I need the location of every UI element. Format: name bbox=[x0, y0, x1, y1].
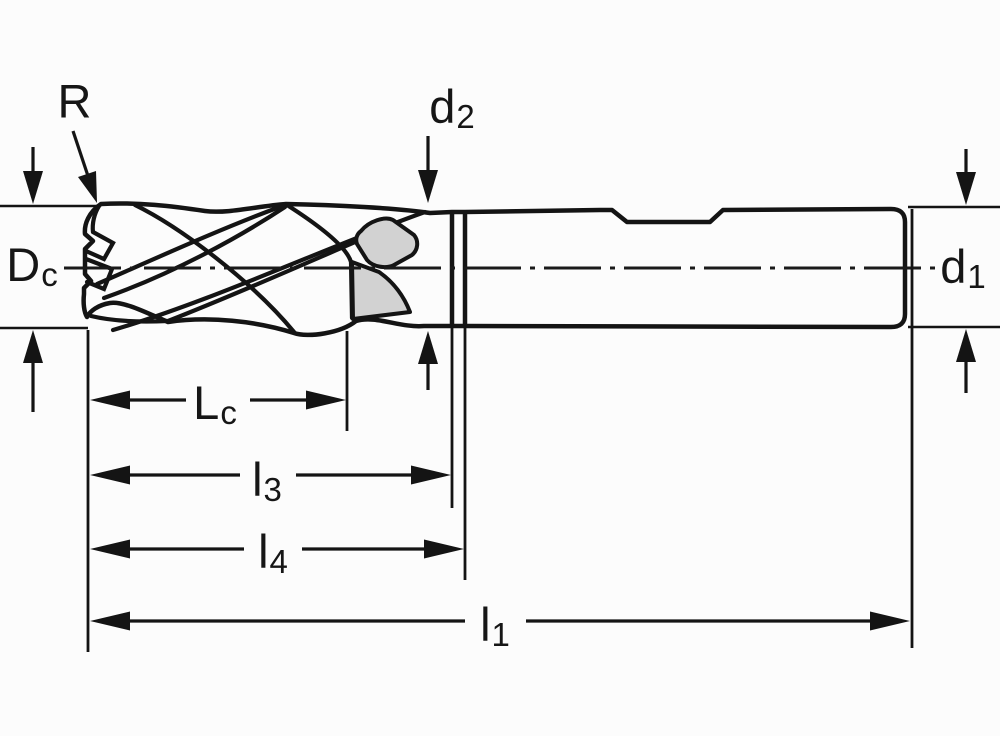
label-cutting-length-text: L bbox=[193, 376, 220, 429]
label-overall-length-text: l bbox=[480, 598, 491, 651]
flute-runout-facet-upper bbox=[354, 216, 420, 270]
dimension-line-l3 bbox=[90, 465, 451, 485]
tip-facet-lower bbox=[83, 256, 115, 292]
neck-diameter-arrows bbox=[418, 136, 438, 390]
extension-lines bbox=[86, 209, 914, 652]
dimension-line-Lc bbox=[90, 390, 346, 410]
label-length-l3-text: l bbox=[252, 453, 263, 506]
flute-runout-facet-lower bbox=[350, 260, 412, 321]
flute-helix-line-1 bbox=[94, 202, 288, 287]
label-neck-diameter-text: d bbox=[429, 80, 456, 133]
cutting-diameter-arrows bbox=[23, 147, 43, 412]
dimension-line-l1 bbox=[90, 611, 910, 631]
label-cutting-diameter-text: D bbox=[6, 238, 41, 291]
radius-leader-arrow bbox=[71, 130, 97, 203]
diameter-reference-lines bbox=[0, 204, 1000, 330]
tip-facets bbox=[83, 203, 170, 324]
dimension-line-l4 bbox=[90, 539, 464, 559]
flute-helix-line-5 bbox=[132, 202, 297, 335]
flute-helix-line-4 bbox=[165, 237, 363, 324]
label-shank-diameter-text: d bbox=[940, 240, 967, 293]
tip-bottom-lobe-line bbox=[88, 313, 170, 324]
flute-helix-line-2 bbox=[101, 204, 288, 301]
label-length-l4-text: l bbox=[258, 525, 269, 578]
shank-diameter-arrows bbox=[956, 149, 976, 393]
label-corner-radius-text: R bbox=[57, 74, 92, 128]
tip-facet-upper bbox=[83, 229, 116, 262]
label-corner-radius: R bbox=[58, 78, 93, 125]
